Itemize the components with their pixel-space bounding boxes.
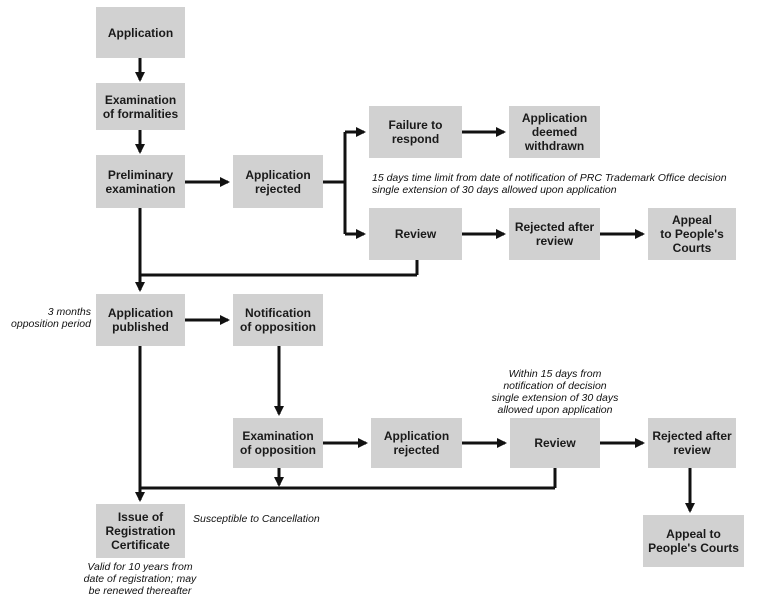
box-application-published: Application published bbox=[96, 294, 185, 346]
box-application: Application bbox=[96, 7, 185, 58]
note-time-limit: 15 days time limit from date of notifica… bbox=[372, 172, 727, 196]
note-within-15-days: Within 15 days from notification of deci… bbox=[491, 368, 619, 416]
box-review-2: Review bbox=[510, 418, 600, 468]
box-application-rejected-1: Application rejected bbox=[233, 155, 323, 208]
box-examination-of-formalities: Examination of formalities bbox=[96, 83, 185, 130]
box-appeal-2: Appeal to People's Courts bbox=[643, 515, 744, 567]
box-notification-of-opposition: Notification of opposition bbox=[233, 294, 323, 346]
box-examination-of-opposition: Examination of opposition bbox=[233, 418, 323, 468]
note-valid-10-years: Valid for 10 years from date of registra… bbox=[83, 561, 197, 597]
box-application-deemed-withdrawn: Application deemed withdrawn bbox=[509, 106, 600, 158]
note-opposition-period: 3 months opposition period bbox=[11, 306, 91, 330]
box-review-1: Review bbox=[369, 208, 462, 260]
note-susceptible-to-cancellation: Susceptible to Cancellation bbox=[193, 513, 320, 525]
box-application-rejected-2: Application rejected bbox=[371, 418, 462, 468]
box-preliminary-examination: Preliminary examination bbox=[96, 155, 185, 208]
box-rejected-after-review-1: Rejected after review bbox=[509, 208, 600, 260]
box-failure-to-respond: Failure to respond bbox=[369, 106, 462, 158]
box-appeal-1: Appeal to People's Courts bbox=[648, 208, 736, 260]
box-rejected-after-review-2: Rejected after review bbox=[648, 418, 736, 468]
box-issue-of-registration-certificate: Issue of Registration Certificate bbox=[96, 504, 185, 558]
